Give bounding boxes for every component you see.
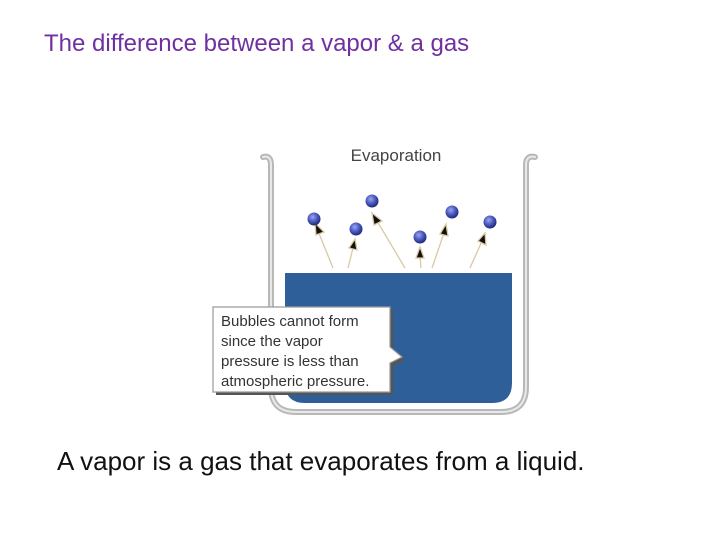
arrow xyxy=(314,221,334,269)
arrow xyxy=(347,237,358,269)
molecule xyxy=(349,222,363,236)
callout-box: Bubbles cannot form since the vapor pres… xyxy=(212,306,405,395)
slide-caption: A vapor is a gas that evaporates from a … xyxy=(57,446,585,476)
molecule xyxy=(307,212,321,226)
arrow xyxy=(415,245,425,269)
arrow xyxy=(469,231,487,269)
molecule xyxy=(445,205,459,219)
slide-title: The difference between a vapor & a gas xyxy=(44,30,470,57)
evaporation-arrows xyxy=(314,211,487,269)
molecule xyxy=(413,230,427,244)
evaporation-label: Evaporation xyxy=(351,146,442,165)
callout-line: Bubbles cannot form xyxy=(221,313,359,330)
callout-line: since the vapor xyxy=(221,333,323,350)
callout-line: pressure is less than xyxy=(221,353,359,370)
vapor-molecules xyxy=(307,194,497,244)
molecule xyxy=(365,194,379,208)
callout-line: atmospheric pressure. xyxy=(221,373,369,390)
arrow xyxy=(371,211,406,269)
arrow xyxy=(431,222,449,269)
molecule xyxy=(483,215,497,229)
evaporation-diagram: Evaporation xyxy=(205,135,545,420)
